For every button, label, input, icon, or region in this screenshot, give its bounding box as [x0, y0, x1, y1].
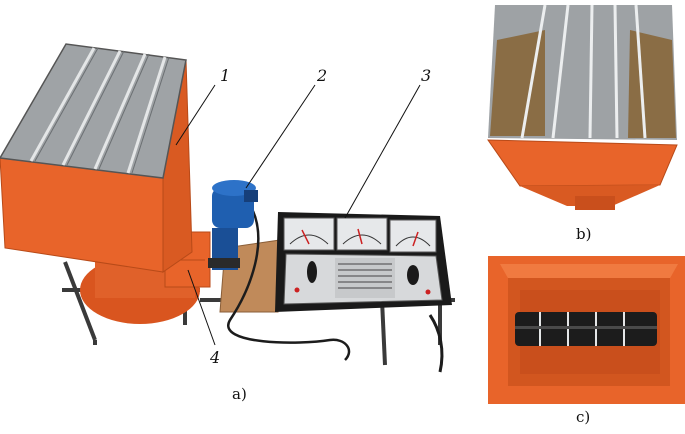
leader-lines	[175, 84, 421, 346]
callout-2: 2	[317, 66, 328, 85]
drum-photo-c	[488, 256, 685, 404]
hopper-photo-b	[487, 4, 678, 210]
seed-fill-left	[490, 30, 545, 136]
caption-a: a)	[232, 385, 247, 403]
hopper-opening	[0, 43, 187, 179]
apparatus-photo-a	[0, 43, 455, 373]
measuring-panel	[275, 212, 452, 312]
cable	[227, 204, 351, 361]
hopper-b-body	[487, 139, 678, 187]
callout-4: 4	[210, 348, 221, 367]
cable-right	[428, 314, 444, 373]
electric-motor	[208, 180, 258, 270]
hopper-b-lower	[520, 185, 660, 206]
hopper-b-partitions	[520, 4, 647, 139]
seed-fill-right	[628, 30, 676, 138]
callout-1: 1	[220, 66, 231, 85]
hopper-partitions	[29, 47, 167, 174]
callout-3: 3	[421, 66, 432, 85]
caption-b: b)	[576, 225, 592, 243]
caption-c: c)	[576, 408, 591, 426]
